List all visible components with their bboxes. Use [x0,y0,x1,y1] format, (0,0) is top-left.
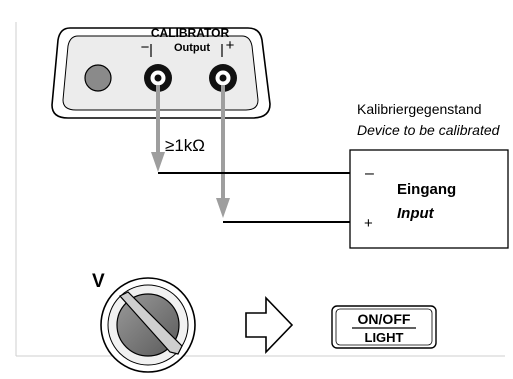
device-label-en: Device to be calibrated [357,122,501,138]
button-label-bottom: LIGHT [365,330,404,345]
output-bracket [150,44,223,57]
switch-pointer [119,291,183,355]
minus-lead-arrowhead [151,152,165,172]
calibrator-plus-label: + [226,37,235,54]
calibrator-output-label: Output [174,42,210,54]
device-input-de: Eingang [397,181,456,198]
next-step-arrow-icon [245,296,294,354]
on-off-light-button: ON/OFF LIGHT [331,305,437,349]
rotary-switch: V [92,271,196,373]
device-input-en: Input [397,205,435,222]
plus-jack [209,64,237,92]
calibrator-unit: CALIBRATOR Output − + [51,26,271,119]
button-label-top: ON/OFF [358,311,411,327]
device-plus-label: + [364,215,373,232]
calibrator-title: CALIBRATOR [151,26,230,40]
minus-jack [144,64,172,92]
calibrator-minus-label: − [141,39,150,56]
resistance-label: ≥1kΩ [165,136,205,155]
switch-position-label: V [92,271,105,292]
device-minus-label: – [365,165,374,182]
device-box [349,149,509,249]
device-label-de: Kalibriergegenstand [357,101,482,117]
test-leads [151,85,230,218]
calibrator-gray-button [84,64,112,92]
plus-lead-arrowhead [216,198,230,218]
